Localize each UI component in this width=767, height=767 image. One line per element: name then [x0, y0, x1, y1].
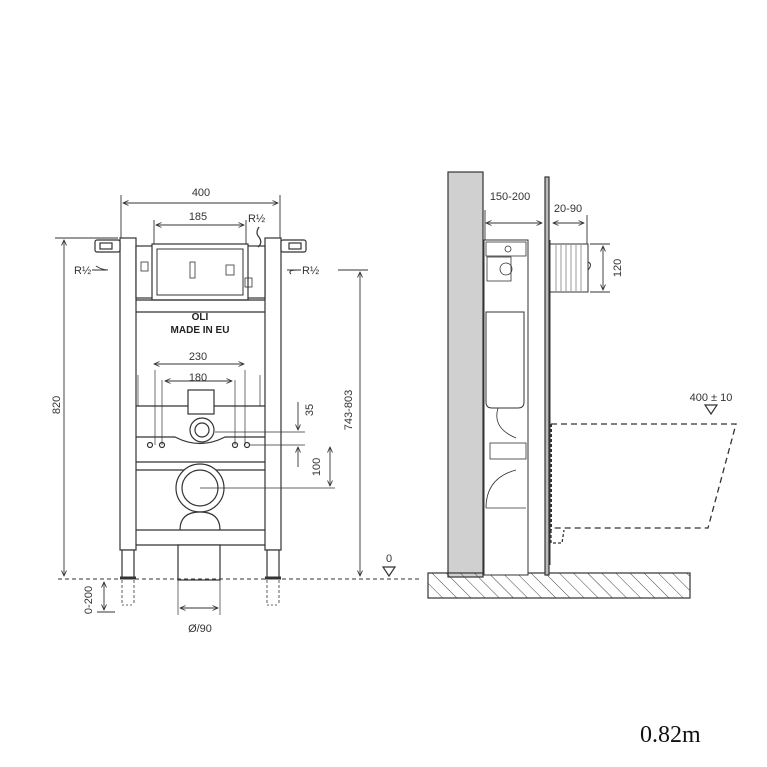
- side-dimensions: [484, 210, 719, 416]
- wall: [447, 171, 484, 578]
- label-left-inlet: R½: [74, 265, 91, 277]
- floor: [427, 572, 691, 599]
- dim-bolt-outer: 230: [189, 351, 207, 363]
- dim-bolt-inner: 180: [189, 372, 207, 384]
- dim-seat-height: 400 ± 10: [690, 392, 733, 404]
- dim-height-range: 743-803: [343, 390, 355, 430]
- label-floor-level: 0: [386, 553, 392, 565]
- dim-finish-range: 20-90: [554, 203, 582, 215]
- dim-height-total: 820: [51, 396, 63, 414]
- label-top-inlet: R½: [248, 213, 265, 225]
- dim-offset-35: 35: [304, 404, 316, 416]
- dim-depth-range: 150-200: [490, 191, 530, 203]
- left-post: [119, 237, 137, 551]
- label-right-inlet: R½: [302, 265, 319, 277]
- dim-flush-plate-width: 185: [189, 211, 207, 223]
- scale-label: 0.82m: [640, 722, 701, 748]
- dim-drain-diameter: Ø/90: [188, 623, 212, 635]
- front-view: [94, 237, 307, 615]
- side-view: [427, 171, 737, 599]
- dim-offset-100: 100: [311, 458, 323, 476]
- brand-label: OLI: [192, 312, 209, 323]
- dim-plate-height: 120: [612, 259, 624, 277]
- dim-width-total: 400: [192, 187, 210, 199]
- front-dimensions: [55, 195, 420, 613]
- made-in-label: MADE IN EU: [171, 325, 230, 336]
- right-post: [264, 237, 282, 551]
- dim-leg-extension: 0-200: [83, 586, 95, 614]
